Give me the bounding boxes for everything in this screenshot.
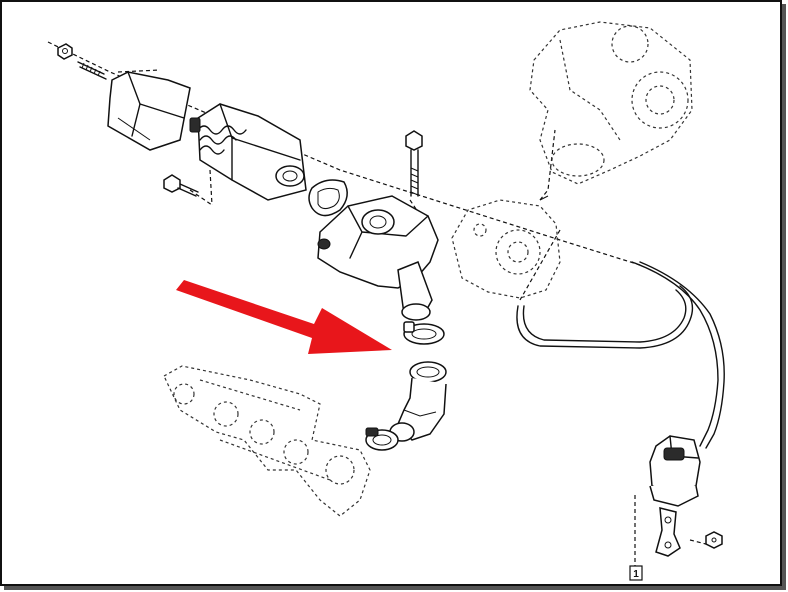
vacuum-solenoid-valve (649, 435, 701, 507)
egr-pipe (389, 361, 447, 442)
hose-clamp-lower (365, 427, 399, 451)
vacuum-hose (516, 261, 725, 449)
small-nut-icon (705, 531, 723, 549)
stud-bolt-icon (77, 61, 107, 80)
egr-valve (189, 103, 307, 201)
spring-icon (189, 117, 247, 155)
egr-cooler-housing (317, 195, 439, 321)
callout-label-text: 1 (633, 569, 639, 580)
red-arrow-icon (176, 280, 392, 354)
nut-icon (57, 43, 73, 60)
gasket (308, 179, 348, 217)
hose-clamp-upper (403, 321, 445, 345)
heat-shield (107, 71, 191, 151)
turbocharger (529, 21, 693, 185)
bolt-icon (163, 174, 199, 197)
callout-label: 1 (629, 565, 643, 581)
vacuum-pump (451, 195, 561, 299)
mounting-bracket (655, 507, 681, 557)
exhaust-manifold (163, 365, 371, 517)
long-bolt-icon (405, 130, 423, 197)
alignment-lines (47, 41, 711, 570)
